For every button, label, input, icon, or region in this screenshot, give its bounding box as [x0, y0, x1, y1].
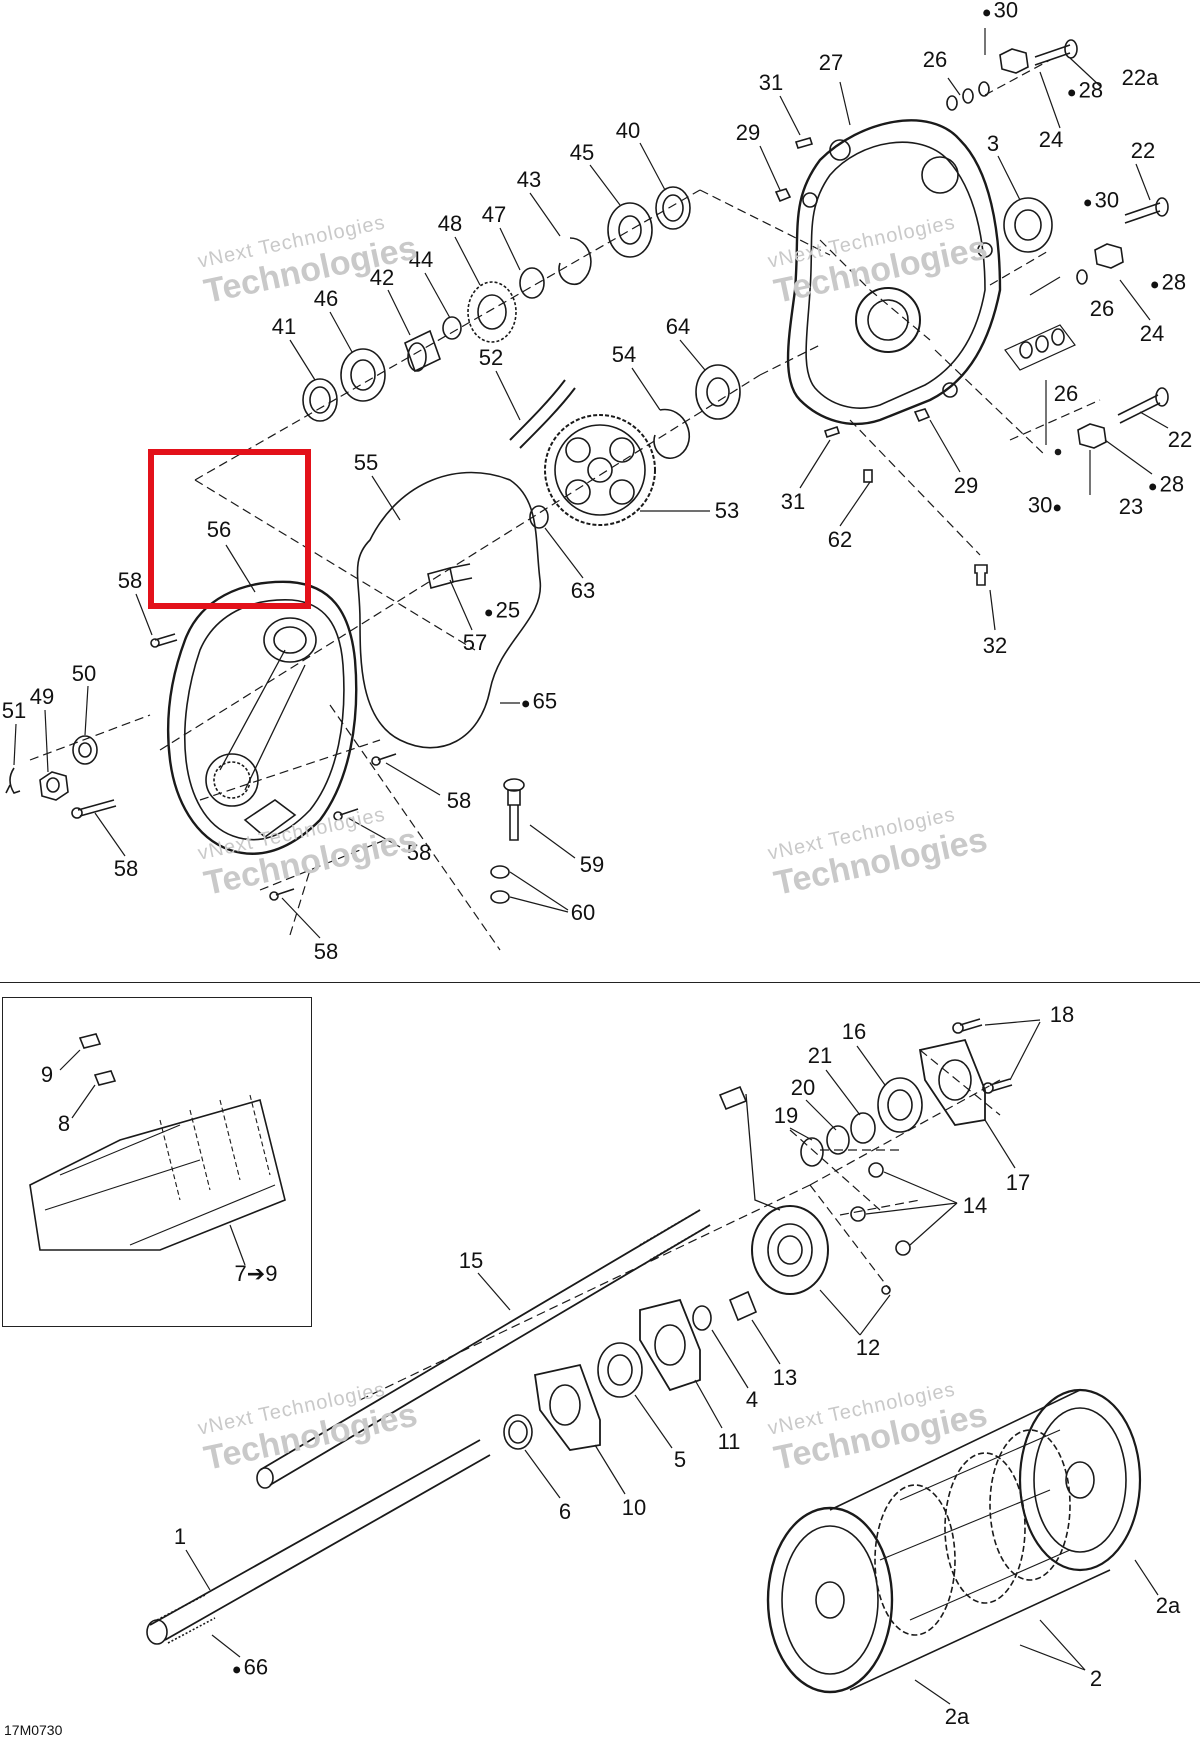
lubricant-drop-icon: ● — [981, 4, 992, 22]
part-callout-79: 7➔9 — [234, 1261, 278, 1286]
part-callout-66: ●66 — [231, 1654, 269, 1680]
part-callout-11: 11 — [717, 1429, 741, 1454]
part-callout-48: 48 — [437, 211, 463, 236]
part-callout-20: 20 — [790, 1075, 816, 1100]
part-callout-31: 31 — [780, 489, 806, 514]
section-divider — [0, 982, 1200, 983]
part-callout-42: 42 — [369, 265, 395, 290]
part-callout-2: 2 — [1089, 1666, 1103, 1691]
figure-code: 17M0730 — [4, 1722, 63, 1738]
part-callout-16: 16 — [841, 1019, 867, 1044]
lubricant-drop-icon: ● — [231, 1661, 242, 1679]
part-callout-2a: 2a — [944, 1704, 970, 1729]
part-callout-8: 8 — [57, 1111, 71, 1136]
part-callout-62: 62 — [827, 527, 853, 552]
part-callout-58: 58 — [446, 788, 472, 813]
part-callout-58: 58 — [113, 856, 139, 881]
part-callout-22: 22 — [1130, 138, 1156, 163]
part-callout-47: 47 — [481, 202, 507, 227]
track-inset-frame — [2, 997, 312, 1327]
part-callout-4: 4 — [745, 1387, 759, 1412]
part-callout-45: 45 — [569, 140, 595, 165]
part-callout-28: ●28 — [1066, 77, 1104, 103]
part-callout-50: 50 — [71, 661, 97, 686]
part-callout-10: 10 — [621, 1495, 647, 1520]
part-callout-46: 46 — [313, 286, 339, 311]
part-callout-58: 58 — [313, 939, 339, 964]
part-callout-3: 3 — [986, 131, 1000, 156]
part-callout-27: 27 — [818, 50, 844, 75]
part-callout-6: 6 — [558, 1499, 572, 1524]
part-callout-22a: 22a — [1121, 65, 1159, 90]
lubricant-drop-icon: ● — [520, 695, 531, 713]
part-callout-30: ●30 — [1082, 187, 1120, 213]
part-callout-60: 60 — [570, 900, 596, 925]
part-callout-31: 31 — [758, 70, 784, 95]
part-callout-21: 21 — [807, 1043, 833, 1068]
part-callout-57: 57 — [462, 630, 488, 655]
part-callout-29: 29 — [953, 473, 979, 498]
part-callout-17: 17 — [1005, 1170, 1031, 1195]
part-callout-32: 32 — [982, 633, 1008, 658]
part-callout-55: 55 — [353, 450, 379, 475]
lubricant-drop-icon: ● — [1149, 276, 1160, 294]
lubricant-drop-icon: ● — [483, 604, 494, 622]
part-callout-29: 29 — [735, 120, 761, 145]
part-callout-28: ●28 — [1147, 471, 1185, 497]
part-callout-13: 13 — [772, 1365, 798, 1390]
part-callout-5: 5 — [673, 1447, 687, 1472]
lubricant-drop-icon: ● — [1082, 194, 1093, 212]
part-callout-64: 64 — [665, 314, 691, 339]
part-callout-59: 59 — [579, 852, 605, 877]
part-callout-1: 1 — [173, 1524, 187, 1549]
part-callout-9: 9 — [40, 1062, 54, 1087]
part-callout-58: 58 — [406, 840, 432, 865]
part-callout-44: 44 — [408, 247, 434, 272]
part-callout-43: 43 — [516, 167, 542, 192]
part-callout-2a: 2a — [1155, 1593, 1181, 1618]
part-callout-51: 51 — [1, 698, 27, 723]
part-callout-18: 18 — [1049, 1002, 1075, 1027]
part-callout-54: 54 — [611, 342, 637, 367]
part-callout-28: ●28 — [1149, 269, 1187, 295]
part-callout-40: 40 — [615, 118, 641, 143]
part-callout-19: 19 — [773, 1103, 799, 1128]
part-callout-26: 26 — [1053, 381, 1079, 406]
part-callout-58: 58 — [117, 568, 143, 593]
lubricant-drop-icon: ● — [1052, 499, 1063, 517]
lubricant-drop-icon: ● — [1147, 478, 1158, 496]
part-callout-30: ●30 — [981, 0, 1019, 23]
part-callout-26: 26 — [1089, 296, 1115, 321]
part-callout-63: 63 — [570, 578, 596, 603]
part-callout-15: 15 — [458, 1248, 484, 1273]
part-callout-24: 24 — [1139, 321, 1165, 346]
part-callout-53: 53 — [714, 498, 740, 523]
part-callout-52: 52 — [478, 345, 504, 370]
part-callout-65: ●65 — [520, 688, 558, 714]
lubricant-drop-icon: ● — [1066, 84, 1077, 102]
part-callout-30: 30● — [1027, 492, 1063, 518]
part-callout-56: 56 — [206, 517, 232, 542]
part-callout-12: 12 — [855, 1335, 881, 1360]
highlight-box-part-56 — [148, 449, 311, 609]
part-callout-25: ●25 — [483, 597, 521, 623]
part-callout-26: 26 — [922, 47, 948, 72]
part-callout-49: 49 — [29, 684, 55, 709]
part-callout-22: 22 — [1167, 427, 1193, 452]
part-callout-14: 14 — [962, 1193, 988, 1218]
part-callout-41: 41 — [271, 314, 297, 339]
part-callout-24: 24 — [1038, 127, 1064, 152]
part-callout-23: 23 — [1118, 494, 1144, 519]
